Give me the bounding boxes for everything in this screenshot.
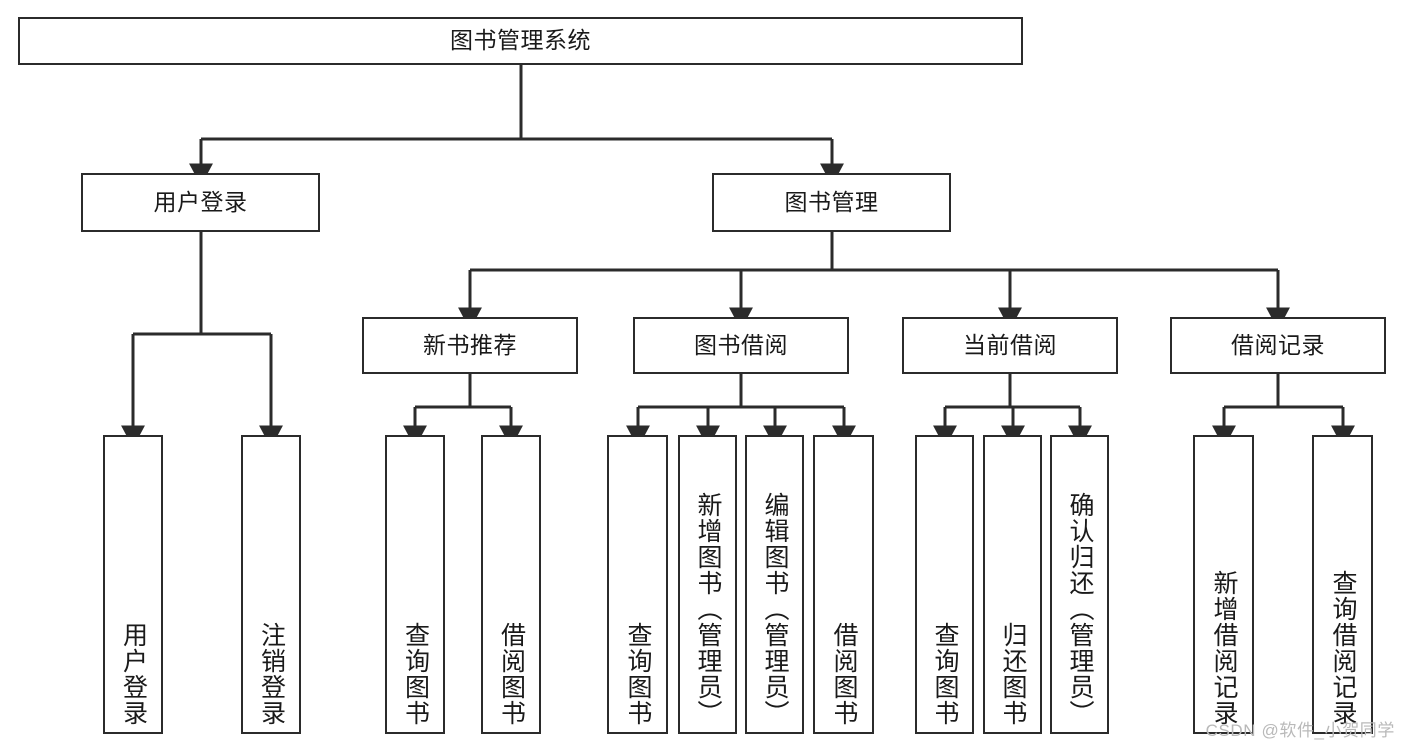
node-label: 查询图书 <box>931 622 959 726</box>
node-current-loan[interactable]: 当前借阅 <box>902 317 1118 374</box>
node-label: 查询图书 <box>401 622 430 726</box>
node-leaf-add-record[interactable]: 新增借阅记录 <box>1193 435 1254 734</box>
node-leaf-confirm-return[interactable]: 确认归还（管理员） <box>1050 435 1109 734</box>
node-label: 借阅图书 <box>830 622 858 726</box>
node-new-book-rec[interactable]: 新书推荐 <box>362 317 578 374</box>
node-label: 借阅记录 <box>1231 331 1325 358</box>
node-leaf-query-book-3[interactable]: 查询图书 <box>915 435 974 734</box>
node-leaf-query-book-2[interactable]: 查询图书 <box>607 435 668 734</box>
node-leaf-return-book[interactable]: 归还图书 <box>983 435 1042 734</box>
node-label: 新增借阅记录 <box>1210 570 1238 726</box>
node-label: 图书管理系统 <box>450 27 591 54</box>
node-loan-record[interactable]: 借阅记录 <box>1170 317 1386 374</box>
node-leaf-edit-book[interactable]: 编辑图书（管理员） <box>745 435 804 734</box>
node-label: 查询图书 <box>624 622 652 726</box>
node-label: 注销登录 <box>257 622 286 726</box>
node-label: 确认归还（管理员） <box>1066 492 1094 726</box>
csdn-watermark: CSDN @软件_小贺同学 <box>1205 721 1395 740</box>
node-label: 图书借阅 <box>694 331 788 358</box>
node-leaf-add-book[interactable]: 新增图书（管理员） <box>678 435 737 734</box>
node-label: 当前借阅 <box>963 331 1057 358</box>
node-label: 新增图书（管理员） <box>694 492 722 726</box>
node-leaf-query-record[interactable]: 查询借阅记录 <box>1312 435 1373 734</box>
node-label: 用户登录 <box>153 188 248 215</box>
node-label: 用户登录 <box>119 622 148 726</box>
node-label: 归还图书 <box>999 622 1027 726</box>
node-label: 借阅图书 <box>497 622 526 726</box>
node-label: 编辑图书（管理员） <box>761 492 789 726</box>
node-leaf-user-login[interactable]: 用户登录 <box>103 435 163 734</box>
node-user-login[interactable]: 用户登录 <box>81 173 320 232</box>
node-leaf-borrow-book-2[interactable]: 借阅图书 <box>813 435 874 734</box>
node-label: 新书推荐 <box>423 331 517 358</box>
node-label: 查询借阅记录 <box>1329 570 1357 726</box>
node-leaf-query-book-1[interactable]: 查询图书 <box>385 435 445 734</box>
node-leaf-user-logout[interactable]: 注销登录 <box>241 435 301 734</box>
node-book-mgmt[interactable]: 图书管理 <box>712 173 951 232</box>
node-label: 图书管理 <box>784 188 879 215</box>
node-leaf-borrow-book-1[interactable]: 借阅图书 <box>481 435 541 734</box>
node-book-borrow[interactable]: 图书借阅 <box>633 317 849 374</box>
node-root[interactable]: 图书管理系统 <box>18 17 1023 65</box>
